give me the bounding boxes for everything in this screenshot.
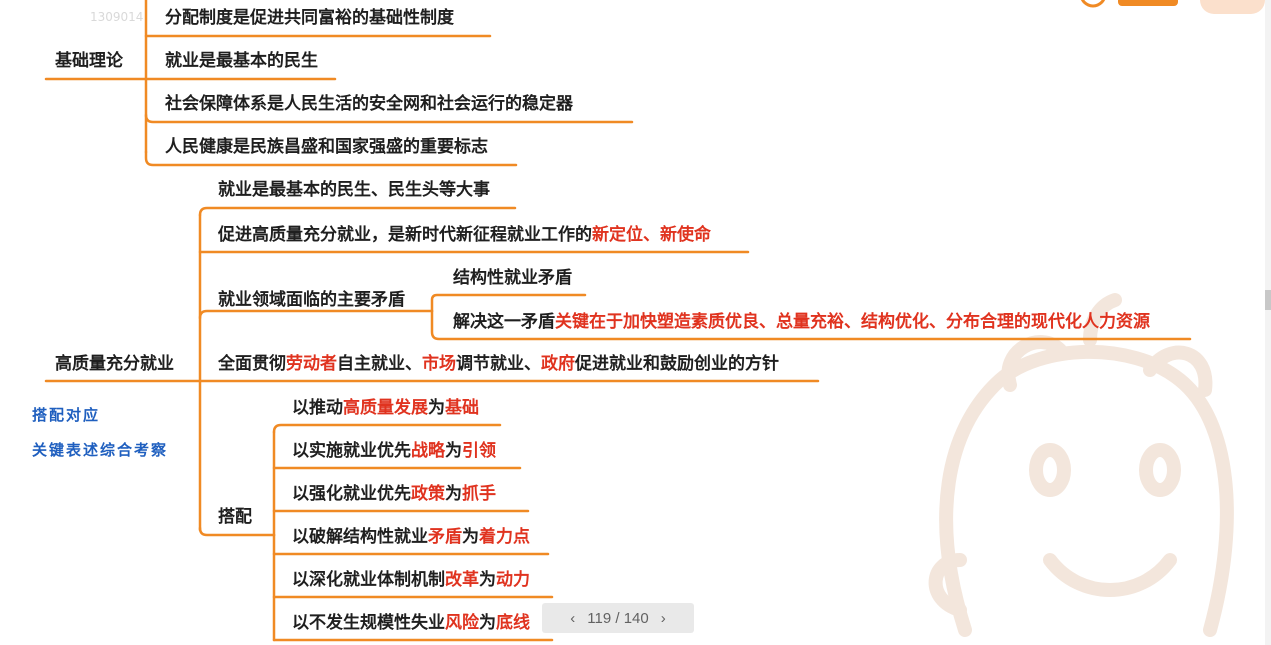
scrollbar-thumb[interactable] [1265,290,1271,310]
page-separator: / [615,609,620,627]
node-emp-policy: 全面贯彻劳动者自主就业、市场调节就业、政府促进就业和鼓励创业的方针 [218,354,779,374]
underline-emp-contradiction [198,309,434,320]
vertical-scrollbar[interactable] [1265,0,1271,645]
node-emp-match: 搭配 [218,507,252,527]
node-basics-4: 人民健康是民族昌盛和国家强盛的重要标志 [165,137,488,157]
underline-basics-4 [144,150,518,167]
node-match-6: 以不发生规模性失业风险为底线 [292,613,530,633]
prev-page-icon[interactable]: ‹ [570,609,576,627]
current-page: 119 [587,609,612,627]
underline-contradiction-1 [430,293,587,313]
annotation-line-1: 搭配对应 [32,406,101,424]
underline-emp-1 [198,206,517,217]
node-emp-contradiction: 就业领域面临的主要矛盾 [218,290,405,310]
node-match-5: 以深化就业体制机制改革为动力 [292,570,530,590]
node-basics-1: 分配制度是促进共同富裕的基础性制度 [165,8,454,28]
top-right-badge [1080,0,1265,14]
node-contradiction-2: 解决这一矛盾关键在于加快塑造素质优良、总量充裕、结构优化、分布合理的现代化人力资… [453,312,1150,332]
node-match-3: 以强化就业优先政策为抓手 [292,484,496,504]
next-page-icon[interactable]: › [660,609,666,627]
underline-basics-3 [144,113,634,124]
node-match-1: 以推动高质量发展为基础 [292,398,479,418]
annotation-line-2: 关键表述综合考察 [32,441,169,459]
mascot-watermark [928,293,1234,637]
underline-emp-match [198,526,276,537]
underline-contradiction-2 [430,309,1192,341]
page-navigator: ‹ 119 / 140 › [542,603,694,633]
node-basics-3: 社会保障体系是人民生活的安全网和社会运行的稳定器 [165,94,573,114]
total-pages: 140 [623,609,649,627]
user-id-watermark: 1309014 [90,10,144,24]
node-emp-2: 促进高质量充分就业，是新时代新征程就业工作的新定位、新使命 [218,225,711,245]
node-basics-2: 就业是最基本的民生 [165,51,318,71]
node-match-2: 以实施就业优先战略为引领 [292,441,496,461]
underline-match-1 [272,423,502,434]
page-indicator: 119 / 140 [587,610,648,627]
node-match-4: 以破解结构性就业矛盾为着力点 [292,527,530,547]
node-emp-1: 就业是最基本的民生、民生头等大事 [218,180,490,200]
node-basics: 基础理论 [55,51,123,71]
node-employment: 高质量充分就业 [55,354,174,374]
node-contradiction-1: 结构性就业矛盾 [453,268,572,288]
